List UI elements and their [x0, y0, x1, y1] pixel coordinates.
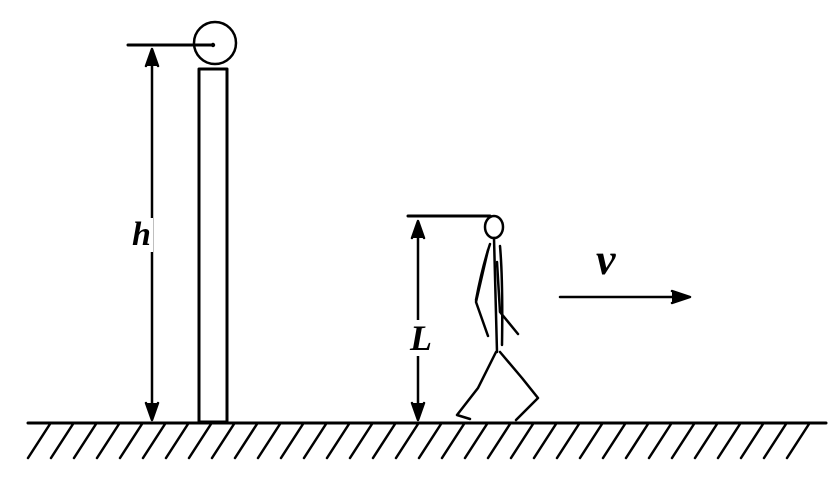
velocity-arrow [558, 289, 692, 305]
hatch-mark [762, 422, 788, 460]
lamp-height-label: h [130, 216, 153, 253]
person-height-label: L [408, 318, 434, 358]
hatch-mark [49, 422, 75, 460]
hatch-mark [95, 422, 121, 460]
hatch-mark [26, 422, 52, 460]
hatch-mark [187, 422, 213, 460]
hatch-mark [532, 422, 558, 460]
arrowhead-up [144, 47, 160, 68]
person-leg-back [455, 350, 498, 421]
hatch-mark [463, 422, 489, 460]
hatch-mark [394, 422, 420, 460]
arrowhead-down [410, 401, 426, 422]
hatch-mark [555, 422, 581, 460]
lamp-bulb [192, 20, 238, 66]
hatch-mark [302, 422, 328, 460]
hatch-mark [118, 422, 144, 460]
hatch-mark [348, 422, 374, 460]
hatch-mark [624, 422, 650, 460]
hatch-mark [509, 422, 535, 460]
hatch-mark [670, 422, 696, 460]
hatch-mark [601, 422, 627, 460]
hatch-mark [578, 422, 604, 460]
hatch-mark [486, 422, 512, 460]
hatch-mark [739, 422, 765, 460]
ground [26, 421, 828, 460]
person [406, 214, 540, 422]
person-torso [492, 236, 499, 354]
person-front [498, 244, 504, 347]
person-head [483, 214, 505, 240]
person-arm-back [474, 248, 490, 338]
arrowhead-right [670, 289, 692, 305]
arrowhead-down [144, 401, 160, 422]
hatch-mark [141, 422, 167, 460]
person-arm-front [495, 260, 520, 336]
hatch-mark [647, 422, 673, 460]
hatch-mark [256, 422, 282, 460]
hatch-mark [716, 422, 742, 460]
hatch-mark [210, 422, 236, 460]
hatch-mark [325, 422, 351, 460]
ground-hatching [26, 422, 811, 460]
hatch-mark [279, 422, 305, 460]
velocity-label: v [596, 235, 616, 284]
hatch-mark [785, 422, 811, 460]
arrowhead-up [410, 219, 426, 240]
lamp-pole [197, 67, 229, 424]
hatch-mark [693, 422, 719, 460]
lamp-post [126, 20, 238, 424]
hatch-mark [440, 422, 466, 460]
hatch-mark [371, 422, 397, 460]
hatch-mark [164, 422, 190, 460]
hatch-mark [72, 422, 98, 460]
hatch-mark [417, 422, 443, 460]
hatch-mark [233, 422, 259, 460]
person-leg-front [498, 350, 540, 422]
